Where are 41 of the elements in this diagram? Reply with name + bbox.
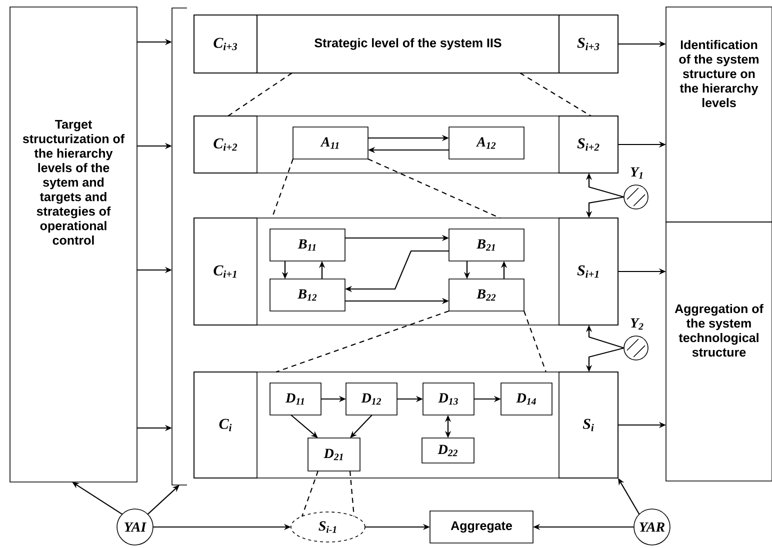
level-cell: C$_{i+1}$ xyxy=(194,218,258,326)
level-cell: C$_{i+2}$ xyxy=(194,116,258,174)
element-box: B$_{11}$ xyxy=(270,228,346,262)
element-box: B$_{12}$ xyxy=(270,278,346,312)
circle-node: YAI xyxy=(116,508,154,546)
process-box: Aggregation of the system technological structure xyxy=(666,222,772,482)
process-box: Target structurization of the hierarchy levels of the sytem and targets and strategies of operational control xyxy=(10,6,138,482)
element-box: D$_{22}$ xyxy=(422,438,474,464)
symbol-label: Y$_{1}$ xyxy=(630,167,642,179)
hatched-circle xyxy=(624,336,648,360)
arrow xyxy=(350,414,372,438)
dashed-line xyxy=(228,72,292,116)
dashed-line xyxy=(520,72,592,116)
level-cell: S$_{i}$ xyxy=(558,372,618,478)
level-cell: S$_{i+3}$ xyxy=(558,14,618,74)
element-box: D$_{21}$ xyxy=(308,438,360,472)
dashed-line xyxy=(301,470,319,517)
dashed-line xyxy=(349,470,355,516)
process-box: Aggregate xyxy=(430,510,534,544)
level-cell: S$_{i+2}$ xyxy=(558,116,618,174)
level-cell: Strategic level of the system IIS xyxy=(256,14,560,74)
hatched-circle xyxy=(624,184,648,210)
symbol-label: Y$_{2}$ xyxy=(630,318,644,330)
dashed-line xyxy=(368,158,500,218)
element-box: D$_{13}$ xyxy=(422,382,474,416)
element-box: D$_{11}$ xyxy=(270,382,322,416)
element-box: D$_{14}$ xyxy=(500,382,552,416)
bracket xyxy=(172,8,188,486)
element-box: B$_{21}$ xyxy=(448,228,524,262)
element-box: A$_{12}$ xyxy=(448,126,524,160)
level-cell: S$_{i+1}$ xyxy=(558,218,618,326)
element-box: A$_{11}$ xyxy=(292,126,368,160)
level-cell: C$_{i+3}$ xyxy=(194,14,258,74)
dashed-line xyxy=(276,310,450,373)
process-box: Identification of the system structure on the hierarchy levels xyxy=(666,6,772,222)
dashed-line xyxy=(523,310,547,372)
level-cell: C$_{i}$ xyxy=(194,372,258,478)
element-box: B$_{22}$ xyxy=(448,278,524,312)
arrow xyxy=(147,485,180,515)
circle-node: YAR xyxy=(634,508,670,546)
element-box: D$_{12}$ xyxy=(346,382,398,416)
